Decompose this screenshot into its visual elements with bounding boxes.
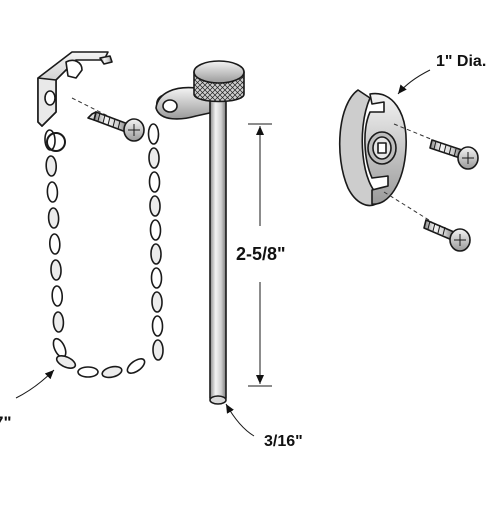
chain-end-ring bbox=[46, 132, 66, 152]
knurled-knob bbox=[193, 60, 245, 103]
chain-length-callout: 7" bbox=[0, 369, 55, 432]
keeper-plate bbox=[338, 89, 407, 207]
bracket bbox=[37, 51, 113, 127]
pin-length-label: 2-5/8" bbox=[236, 244, 286, 264]
chain-link bbox=[151, 291, 163, 313]
chain-link bbox=[55, 355, 77, 369]
chain-link bbox=[150, 243, 162, 265]
pin-diameter-label: 3/16" bbox=[264, 433, 303, 450]
chain-link bbox=[149, 195, 161, 217]
chain-link bbox=[148, 147, 160, 169]
plate-diameter-callout: 1" Dia. bbox=[397, 53, 486, 95]
chain-length-label: 7" bbox=[0, 413, 12, 432]
chain-link bbox=[148, 171, 161, 193]
chain-link bbox=[152, 339, 164, 361]
chain-link bbox=[147, 123, 160, 145]
chain-link bbox=[51, 285, 64, 307]
pin-length-dimension: 2-5/8" bbox=[236, 123, 286, 387]
chain-link bbox=[151, 315, 164, 337]
chain-link bbox=[45, 155, 58, 177]
pin-rod bbox=[209, 99, 227, 401]
chain-link bbox=[47, 207, 60, 229]
pin-diameter-callout: 3/16" bbox=[225, 403, 303, 450]
bracket-screw bbox=[71, 97, 145, 142]
plate-diameter-label: 1" Dia. bbox=[436, 53, 486, 70]
plate-screw-lower bbox=[383, 191, 471, 252]
chain-link bbox=[50, 259, 62, 281]
chain-link bbox=[149, 219, 162, 241]
chain-link bbox=[48, 233, 61, 255]
chain-link bbox=[77, 366, 99, 378]
chain bbox=[44, 94, 176, 379]
chain-link bbox=[46, 181, 59, 203]
chain-link bbox=[52, 311, 65, 333]
chain-link bbox=[126, 358, 146, 374]
chain-link bbox=[150, 267, 163, 289]
chain-link bbox=[101, 365, 123, 379]
plate-screw-upper bbox=[393, 123, 479, 170]
pin-assembly bbox=[155, 60, 245, 405]
